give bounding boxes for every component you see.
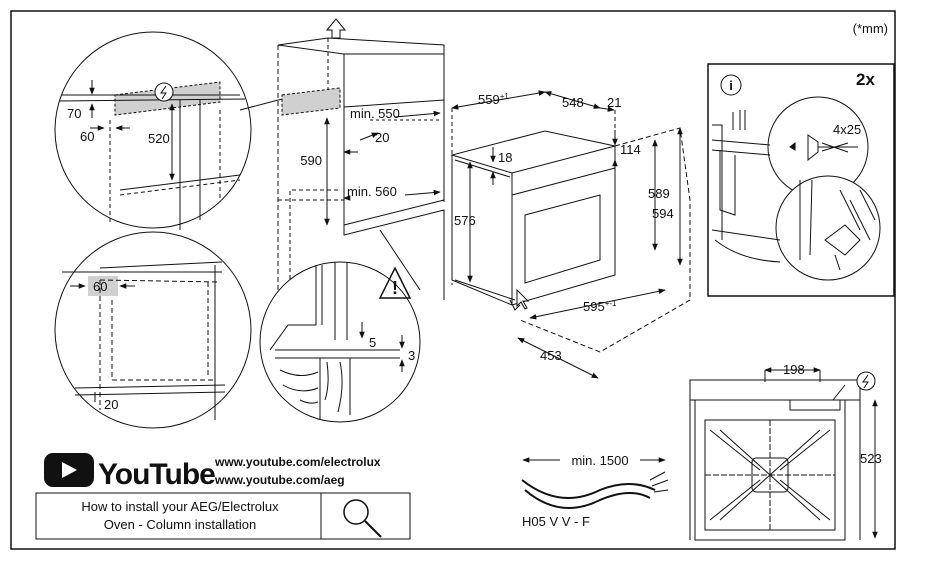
column-cabinet xyxy=(277,18,445,300)
screw-size: 4x25 xyxy=(833,122,861,137)
closeup-bottom xyxy=(259,229,421,423)
cable-type: H05 V V - F xyxy=(522,514,590,529)
howto-line-1: How to install your AEG/Electrolux xyxy=(81,499,279,514)
info-letter: i xyxy=(729,78,733,93)
units-note: (*mm) xyxy=(853,21,888,36)
warning-mark: ! xyxy=(392,278,398,298)
dim-520: 520 xyxy=(148,131,170,146)
youtube-wordmark: YouTube xyxy=(98,458,215,491)
oven-iso xyxy=(450,108,691,353)
cable-length: min. 1500 xyxy=(571,453,628,468)
youtube-logo xyxy=(44,453,94,487)
dim-20-mid: 20 xyxy=(104,397,118,412)
dim-20: 20 xyxy=(375,130,389,145)
screw-panel xyxy=(707,63,895,297)
closeup-mid-left xyxy=(54,231,252,429)
closeup-top-left xyxy=(54,31,283,230)
dim-595: 595+-1 xyxy=(583,299,617,314)
dim-18: 18 xyxy=(498,150,512,165)
dim-min-560: min. 560 xyxy=(347,184,397,199)
dim-559: 559+1 xyxy=(478,92,509,107)
screw-count: 2x xyxy=(856,70,875,89)
mouse-cursor-icon xyxy=(516,288,530,310)
magnifier-icon xyxy=(343,499,369,525)
dim-548: 548 xyxy=(562,95,584,110)
dim-589: 589 xyxy=(648,186,670,201)
youtube-link-aeg[interactable]: www.youtube.com/aeg xyxy=(214,473,345,487)
warning-triangle-icon xyxy=(378,266,412,299)
dim-594: 594 xyxy=(652,206,674,221)
dim-60-mid: 60 xyxy=(93,279,107,294)
up-arrow-icon xyxy=(325,18,347,39)
dim-21: 21 xyxy=(607,95,621,110)
info-icon xyxy=(720,74,742,96)
dim-198: 198 xyxy=(783,362,805,377)
dim-3: 3 xyxy=(408,348,415,363)
outer-frame xyxy=(10,10,896,550)
dim-60-top: 60 xyxy=(80,129,94,144)
niche-dimensions xyxy=(324,110,441,226)
dim-523: 523 xyxy=(860,451,882,466)
dim-5: 5 xyxy=(369,335,376,350)
howto-line-2: Oven - Column installation xyxy=(104,517,256,532)
youtube-link-electrolux[interactable]: www.youtube.com/electrolux xyxy=(214,455,381,469)
cable xyxy=(521,457,669,509)
dim-min-550: min. 550 xyxy=(350,106,400,121)
dim-590: 590 xyxy=(300,153,322,168)
oven-dimensions xyxy=(451,90,683,379)
dim-576: 576 xyxy=(454,213,476,228)
dim-453: 453 xyxy=(540,348,562,363)
howto-box[interactable] xyxy=(35,492,411,540)
dim-114: 114 xyxy=(620,142,641,157)
front-view xyxy=(689,367,878,541)
dim-70: 70 xyxy=(67,106,81,121)
